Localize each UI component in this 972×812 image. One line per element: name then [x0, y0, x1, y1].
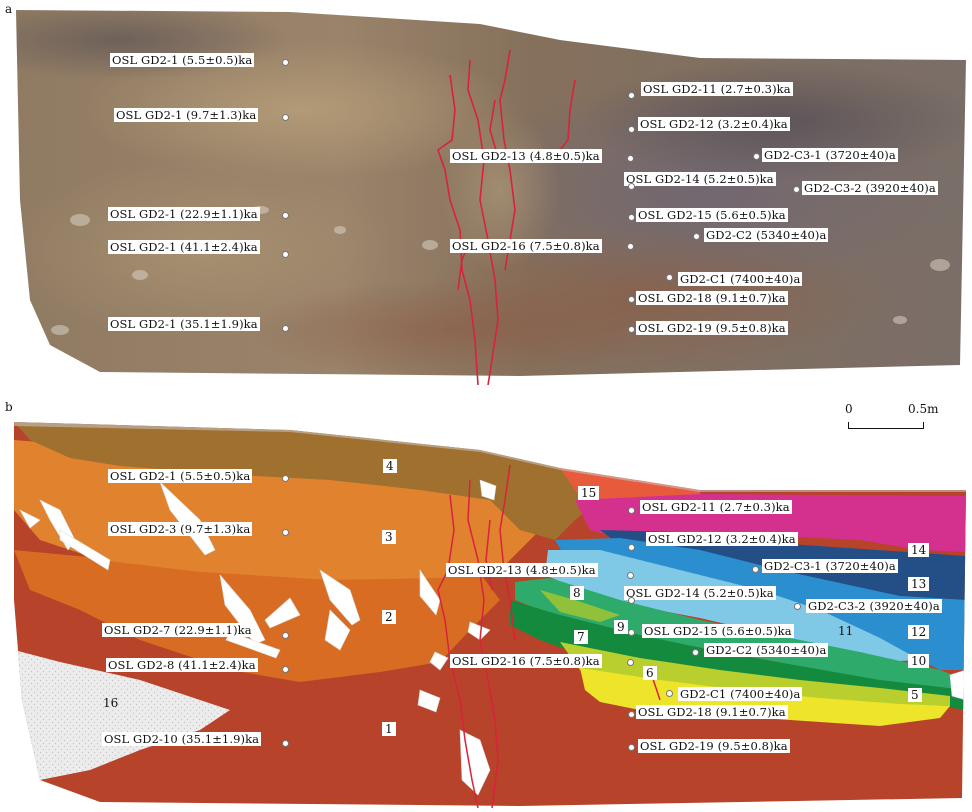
sample-point — [628, 214, 635, 221]
sample-a-right-3: GD2-C3-1 (3720±40)a — [762, 148, 898, 162]
unit-label-5: 5 — [908, 688, 922, 702]
sample-b-mid-1: OSL GD2-13 (4.8±0.5)ka — [446, 563, 598, 577]
unit-label-6: 6 — [643, 666, 657, 680]
sample-point — [628, 92, 635, 99]
sample-b-right-8: GD2-C1 (7400±40)a — [678, 687, 803, 701]
unit-label-14: 14 — [908, 543, 930, 557]
sample-b-right-4: OSL GD2-14 (5.2±0.5)ka — [624, 586, 776, 600]
unit-16-area — [14, 650, 230, 780]
sample-point — [628, 126, 635, 133]
unit-label-11: 11 — [838, 624, 854, 638]
sample-point — [752, 566, 759, 573]
sample-a-mid-1: OSL GD2-13 (4.8±0.5)ka — [450, 149, 602, 163]
sample-point — [627, 155, 634, 162]
sample-point — [666, 274, 673, 281]
sample-a-left-3: OSL GD2-1 (22.9±1.1)ka — [108, 207, 260, 221]
sample-b-right-7: GD2-C2 (5340±40)a — [704, 643, 829, 657]
sample-a-left-2: OSL GD2-1 (9.7±1.3)ka — [114, 108, 259, 122]
sample-point — [628, 711, 635, 718]
scale-bar — [846, 420, 926, 432]
sample-point — [282, 632, 289, 639]
sample-a-right-9: OSL GD2-18 (9.1±0.7)ka — [636, 291, 788, 305]
sample-b-right-3: GD2-C3-1 (3720±40)a — [762, 559, 898, 573]
panel-b-label: b — [5, 400, 13, 414]
sample-point — [627, 659, 634, 666]
sample-point — [794, 603, 801, 610]
unit-label-12: 12 — [908, 625, 930, 639]
unit-label-10: 10 — [908, 654, 930, 668]
unit-label-8: 8 — [570, 586, 584, 600]
sample-a-mid-2: OSL GD2-16 (7.5±0.8)ka — [450, 239, 602, 253]
sample-point — [282, 666, 289, 673]
sample-point — [793, 186, 800, 193]
sample-point — [282, 114, 289, 121]
unit-7-area — [510, 600, 966, 710]
sample-b-left-4: OSL GD2-8 (41.1±2.4)ka — [106, 658, 258, 672]
sample-point — [666, 690, 673, 697]
unit-label-4: 4 — [383, 459, 397, 473]
sample-a-right-8: GD2-C1 (7400±40)a — [678, 272, 803, 286]
sample-point — [282, 212, 289, 219]
unit-2-area — [14, 550, 500, 682]
sample-b-right-6: OSL GD2-15 (5.6±0.5)ka — [642, 624, 794, 638]
sample-b-left-1: OSL GD2-1 (5.5±0.5)ka — [108, 469, 253, 483]
sample-point — [628, 326, 635, 333]
sample-point — [628, 744, 635, 751]
unit-6-area — [560, 642, 950, 706]
sample-b-right-9: OSL GD2-18 (9.1±0.7)ka — [636, 705, 788, 719]
sample-a-right-5: GD2-C3-2 (3920±40)a — [802, 181, 938, 195]
sample-a-left-5: OSL GD2-1 (35.1±1.9)ka — [108, 317, 260, 331]
panel-b-section-map: b 0 0.5m — [0, 400, 972, 812]
panel-a-label: a — [5, 2, 13, 16]
sample-a-right-1: OSL GD2-11 (2.7±0.3)ka — [641, 82, 793, 96]
sample-point — [627, 243, 634, 250]
unit-9-area — [540, 590, 620, 622]
sample-a-right-7: GD2-C2 (5340±40)a — [704, 228, 829, 242]
sample-point — [282, 59, 289, 66]
sample-point — [627, 572, 634, 579]
sample-point — [628, 544, 635, 551]
scale-end: 0.5m — [908, 402, 939, 416]
unit-label-7: 7 — [574, 630, 588, 644]
sample-b-mid-2: OSL GD2-16 (7.5±0.8)ka — [450, 654, 602, 668]
sample-b-left-5: OSL GD2-10 (35.1±1.9)ka — [102, 732, 262, 746]
sample-point — [282, 740, 289, 747]
unit-label-1: 1 — [382, 722, 396, 736]
sample-point — [282, 475, 289, 482]
sample-a-right-2: OSL GD2-12 (3.2±0.4)ka — [638, 117, 790, 131]
unit-label-13: 13 — [908, 577, 930, 591]
sample-point — [628, 629, 635, 636]
sample-point — [282, 251, 289, 258]
sample-b-right-5: GD2-C3-2 (3920±40)a — [806, 599, 942, 613]
unit-label-9: 9 — [614, 620, 628, 634]
sample-point — [628, 507, 635, 514]
sample-point — [693, 233, 700, 240]
sample-point — [753, 153, 760, 160]
sample-point — [628, 296, 635, 303]
unit-label-15: 15 — [578, 486, 600, 500]
unit-label-16: 16 — [103, 696, 119, 710]
sample-point — [282, 529, 289, 536]
unit-4-area — [14, 422, 600, 540]
sample-a-left-4: OSL GD2-1 (41.1±2.4)ka — [108, 240, 260, 254]
sample-b-left-2: OSL GD2-3 (9.7±1.3)ka — [108, 522, 253, 536]
sample-a-right-4: OSL GD2-14 (5.2±0.5)ka — [624, 172, 776, 186]
sample-b-right-1: OSL GD2-11 (2.7±0.3)ka — [640, 500, 792, 514]
sample-point — [628, 183, 635, 190]
clast-blocks — [19, 479, 966, 796]
sample-point — [692, 649, 699, 656]
sample-point — [628, 597, 635, 604]
sample-a-right-6: OSL GD2-15 (5.6±0.5)ka — [636, 208, 788, 222]
sample-a-right-10: OSL GD2-19 (9.5±0.8)ka — [636, 321, 788, 335]
panel-a-photo: a — [0, 0, 972, 400]
sample-b-right-2: OSL GD2-12 (3.2±0.4)ka — [646, 532, 798, 546]
sample-a-left-1: OSL GD2-1 (5.5±0.5)ka — [110, 53, 255, 67]
unit-label-2: 2 — [382, 610, 396, 624]
scale-zero: 0 — [845, 402, 853, 416]
unit-11-area — [545, 550, 920, 662]
sample-b-left-3: OSL GD2-7 (22.9±1.1)ka — [102, 623, 254, 637]
sample-b-right-10: OSL GD2-19 (9.5±0.8)ka — [638, 739, 790, 753]
unit-label-3: 3 — [382, 530, 396, 544]
sample-point — [282, 325, 289, 332]
